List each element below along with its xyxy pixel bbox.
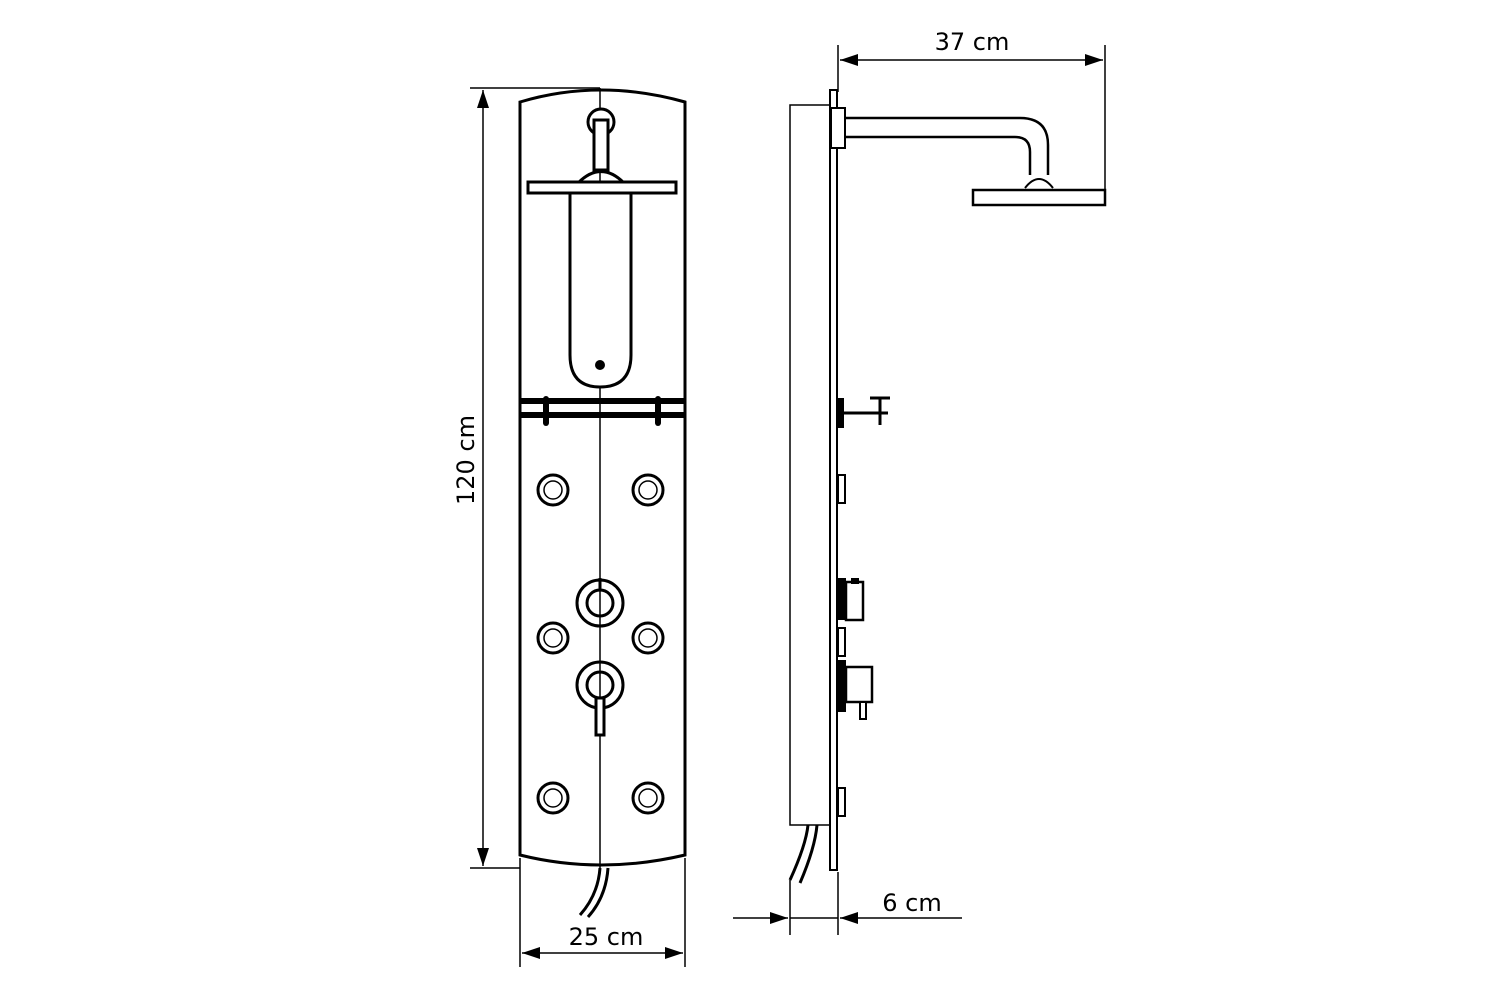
front-view: 120 cm 25 cm bbox=[452, 87, 687, 967]
hand-shower-icon bbox=[568, 191, 633, 389]
hand-shower-dot bbox=[595, 360, 605, 370]
arm-reach-label: 37 cm bbox=[935, 28, 1010, 56]
panel-body-side bbox=[789, 104, 831, 826]
diverter-side bbox=[838, 578, 865, 622]
hand-shower-holder-side bbox=[838, 396, 890, 428]
shelf bbox=[520, 396, 685, 426]
jet-icon bbox=[536, 621, 570, 655]
mixer-side bbox=[838, 660, 874, 720]
body-jets bbox=[536, 473, 665, 815]
shower-arm bbox=[838, 116, 1050, 175]
diverter-knob-icon bbox=[575, 578, 625, 628]
front-panel-outline bbox=[518, 88, 687, 867]
glass-plate-side bbox=[829, 89, 838, 871]
jet-icon bbox=[631, 621, 665, 655]
depth-label: 6 cm bbox=[882, 889, 941, 917]
jet-icon bbox=[536, 781, 570, 815]
jet-icon bbox=[536, 473, 570, 507]
hose-side-icon bbox=[788, 824, 819, 884]
mixer-lever-icon bbox=[575, 660, 625, 737]
hose-icon bbox=[578, 867, 610, 919]
jet-icon bbox=[631, 473, 665, 507]
height-label: 120 cm bbox=[452, 415, 480, 505]
shower-head-side bbox=[971, 188, 1107, 207]
rain-shower-head-icon bbox=[526, 107, 678, 195]
side-view: 37 cm 6 cm bbox=[733, 28, 1107, 935]
width-label: 25 cm bbox=[569, 923, 644, 951]
jet-icon bbox=[631, 781, 665, 815]
